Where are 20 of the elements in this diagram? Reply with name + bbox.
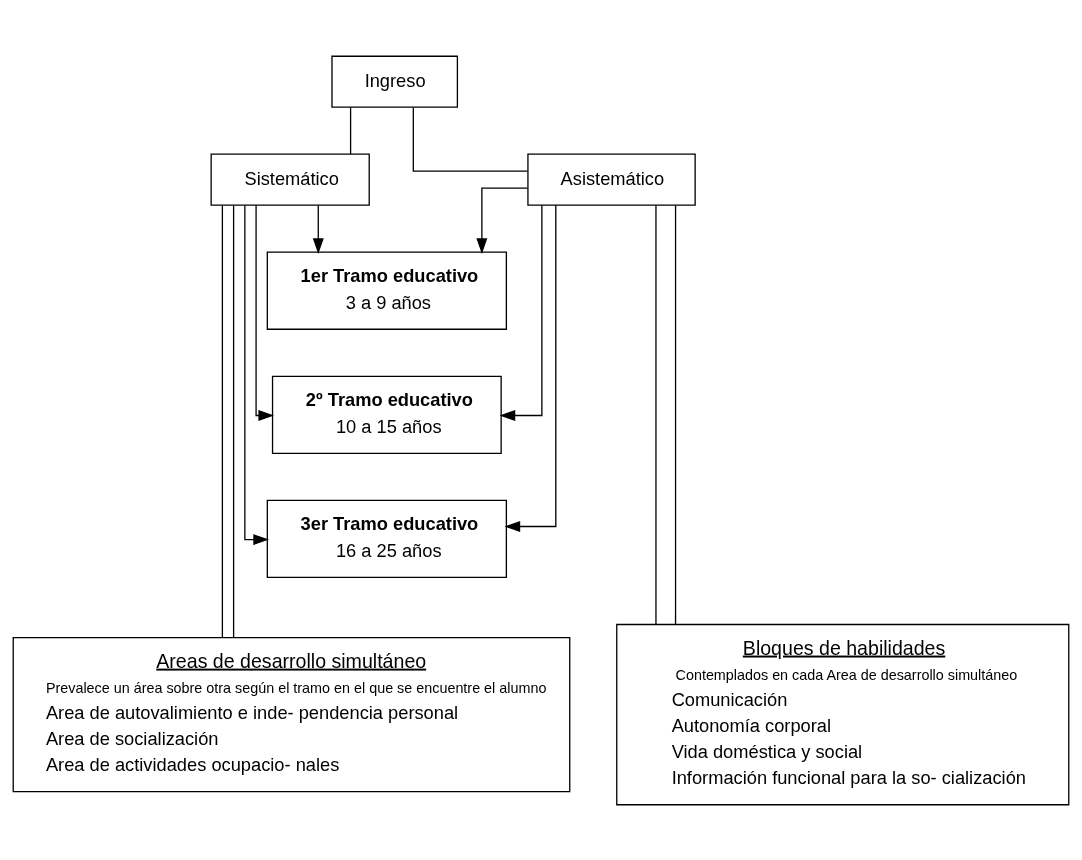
node-box: Sistemático xyxy=(210,153,370,206)
node-box: Areas de desarrollo simultáneo Prevalece un área sobre otra según el tramo en el que se encuentre el alumno Area de autovalimiento e inde- pendencia personal Area de socialización Area de actividades ocupacio- nales xyxy=(12,636,571,792)
connector xyxy=(412,106,529,172)
connector xyxy=(349,106,352,155)
arrow xyxy=(499,204,543,421)
node-box: Ingreso xyxy=(331,55,459,108)
arrow xyxy=(312,204,324,254)
node-box: Bloques de habilidades Contemplados en cada Area de desarrollo simultáneo Comunicación Autonomía corporal Vida doméstica y social Información funcional para la so- cialización xyxy=(616,623,1070,805)
connector xyxy=(674,204,677,625)
arrow xyxy=(476,187,529,254)
arrow xyxy=(504,204,557,532)
node-box: 1er Tramo educativo 3 a 9 años xyxy=(266,251,508,330)
node-box: 2º Tramo educativo 10 a 15 años xyxy=(271,375,502,454)
connector xyxy=(221,204,224,638)
connector xyxy=(232,204,235,638)
connector xyxy=(655,204,657,625)
node-box: Asistemático xyxy=(527,153,696,206)
arrow xyxy=(244,204,269,545)
node-box: 3er Tramo educativo 16 a 25 años xyxy=(266,499,508,578)
arrow xyxy=(255,204,275,421)
